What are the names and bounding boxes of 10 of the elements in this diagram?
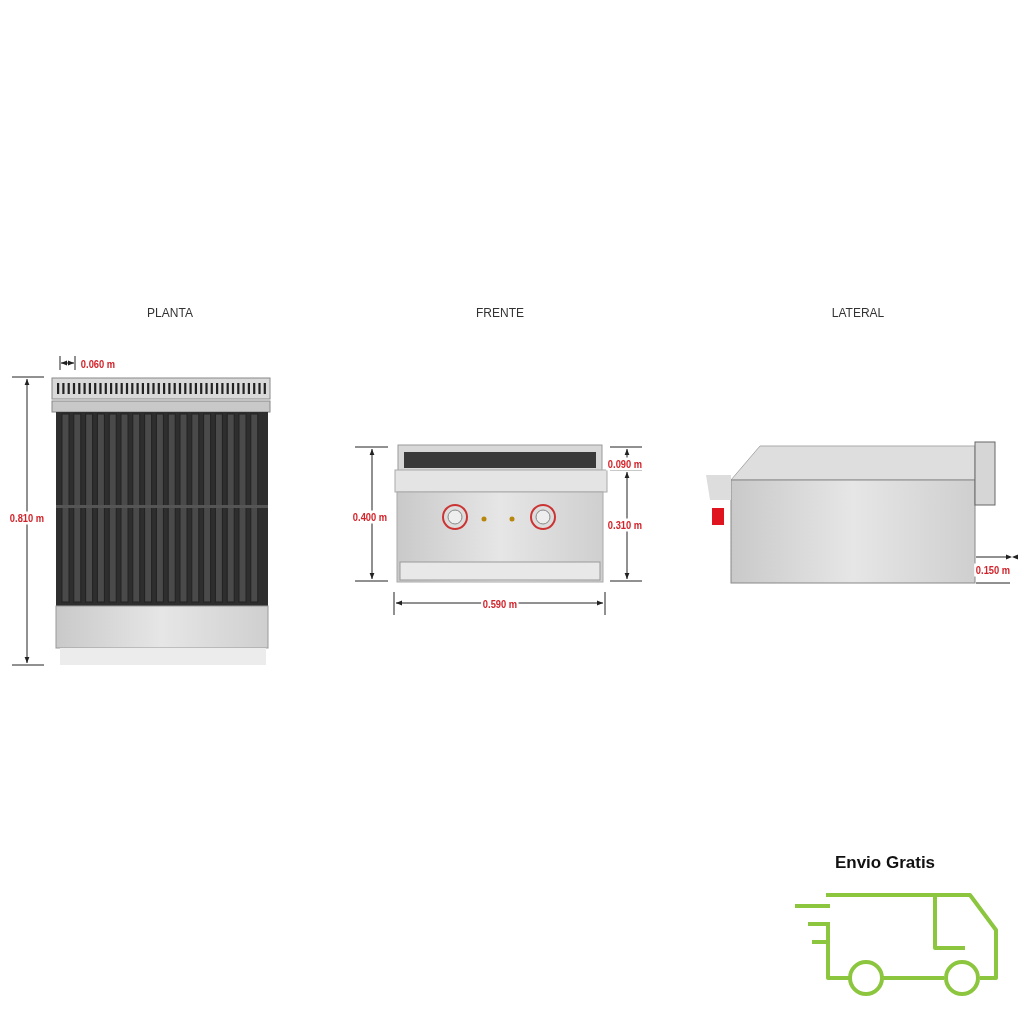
view-title: PLANTA [147, 307, 193, 319]
dimension-label: 0.310 m [606, 518, 644, 532]
view-title: LATERAL [831, 307, 885, 319]
dimension-label: 0.090 m [606, 457, 644, 471]
shipping-text: Envio Gratis [834, 853, 936, 871]
dimension-label: 0.060 m [79, 357, 117, 371]
dimension-label: 0.810 m [8, 511, 46, 525]
dimension-label: 0.400 m [351, 510, 389, 524]
view-title: FRENTE [476, 307, 524, 319]
dimension-label: 0.590 m [481, 597, 519, 611]
